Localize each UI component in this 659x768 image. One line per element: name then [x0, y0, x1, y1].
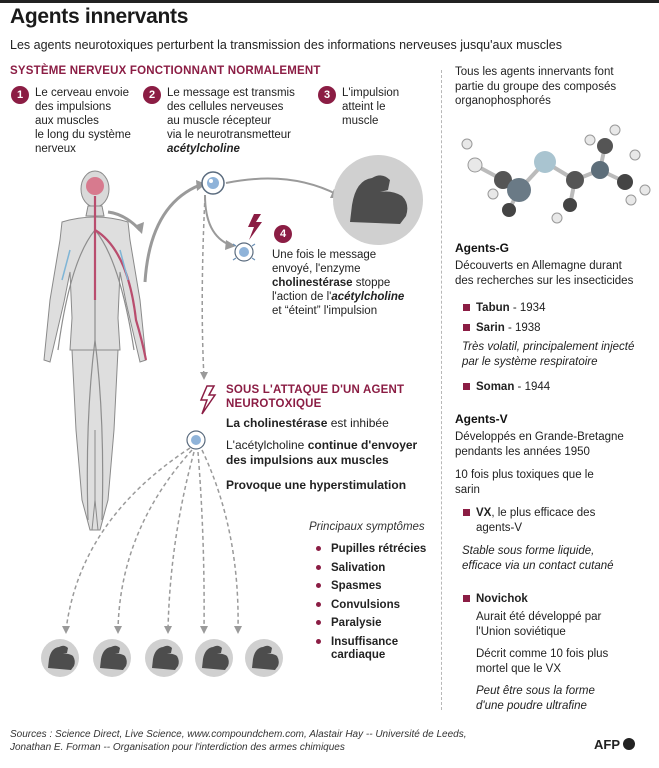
symptom-item: Spasmes	[316, 577, 426, 596]
afp-logo: AFP	[594, 737, 635, 752]
neuron-cell-icon	[201, 171, 225, 195]
step-2-text: Le message est transmis des cellules ner…	[167, 87, 295, 155]
step-4-badge: 4	[274, 225, 292, 243]
symptoms-list: Pupilles rétrécies Salivation Spasmes Co…	[316, 540, 426, 662]
top-rule	[0, 0, 659, 3]
molecule-model-icon	[461, 124, 651, 224]
vx-note: Stable sous forme liquide, efficace via …	[462, 545, 614, 572]
human-body-figure	[43, 170, 148, 531]
agent-vx: VX, le plus efficace des agents-V	[463, 506, 595, 535]
agents-v-desc: Développés en Grande-Bretagne pendants l…	[455, 431, 624, 458]
symptom-item: Convulsions	[316, 596, 426, 615]
flexed-arm-muscle-icon	[333, 155, 423, 245]
inhibited-neuron-icon	[186, 430, 206, 450]
attack-section-title: SOUS L'ATTAQUE D'UN AGENT NEUROTOXIQUE	[226, 384, 405, 410]
small-muscle-icons	[41, 639, 283, 677]
symptom-item: Pupilles rétrécies	[316, 540, 426, 559]
novichok-form: Peut être sous la forme d'une poudre ult…	[476, 685, 595, 712]
normal-section-title: SYSTÈME NERVEUX FONCTIONNANT NORMALEMENT	[10, 65, 321, 77]
globe-icon	[623, 738, 635, 750]
agents-v-toxicity: 10 fois plus toxiques que le sarin	[455, 469, 594, 496]
symptom-item: Salivation	[316, 559, 426, 578]
nervous-system-diagram	[41, 155, 423, 677]
step-1-badge: 1	[11, 86, 29, 104]
agent-novichok: Novichok	[463, 592, 528, 607]
lightning-bolt-icon	[248, 214, 262, 240]
symptoms-title: Principaux symptômes	[309, 521, 425, 533]
step-1-text: Le cerveau envoie des impulsions aux mus…	[35, 87, 131, 155]
agent-sarin: Sarin - 1938	[463, 321, 541, 336]
organophosphate-intro: Tous les agents innervants font partie d…	[455, 66, 617, 107]
attack-ach-line: L'acétylcholine continue d'envoyer des i…	[226, 438, 418, 467]
agents-g-desc: Découverts en Allemagne durant des reche…	[455, 260, 634, 287]
step-3-text: L'impulsion atteint le muscle	[342, 87, 400, 127]
attack-lightning-icon	[199, 385, 217, 415]
step-3-badge: 3	[318, 86, 336, 104]
agents-v-title: Agents-V	[455, 412, 508, 426]
brain-icon	[86, 177, 104, 195]
symptom-item: Insuffisance cardiaque	[316, 636, 426, 662]
novichok-lethality: Décrit comme 10 fois plus mortel que le …	[476, 648, 609, 675]
enzyme-cell-icon	[232, 242, 256, 262]
page-title: Agents innervants	[10, 5, 189, 28]
page-subtitle: Les agents neurotoxiques perturbent la t…	[10, 38, 562, 52]
sources-note: Sources : Science Direct, Live Science, …	[10, 729, 467, 753]
column-divider	[441, 70, 442, 710]
sarin-note: Très volatil, principalement injecté par…	[462, 341, 635, 368]
agent-tabun: Tabun - 1934	[463, 301, 545, 316]
attack-enzyme-line: La cholinestérase est inhibée	[226, 416, 389, 430]
symptom-item: Paralysie	[316, 614, 426, 633]
step-2-badge: 2	[143, 86, 161, 104]
step-4-text: Une fois le message envoyé, l'enzyme cho…	[272, 249, 405, 317]
novichok-origin: Aurait été développé par l'Union soviéti…	[476, 611, 602, 638]
agent-soman: Soman - 1944	[463, 380, 550, 395]
agents-g-title: Agents-G	[455, 241, 509, 255]
attack-hyper-line: Provoque une hyperstimulation	[226, 478, 407, 492]
